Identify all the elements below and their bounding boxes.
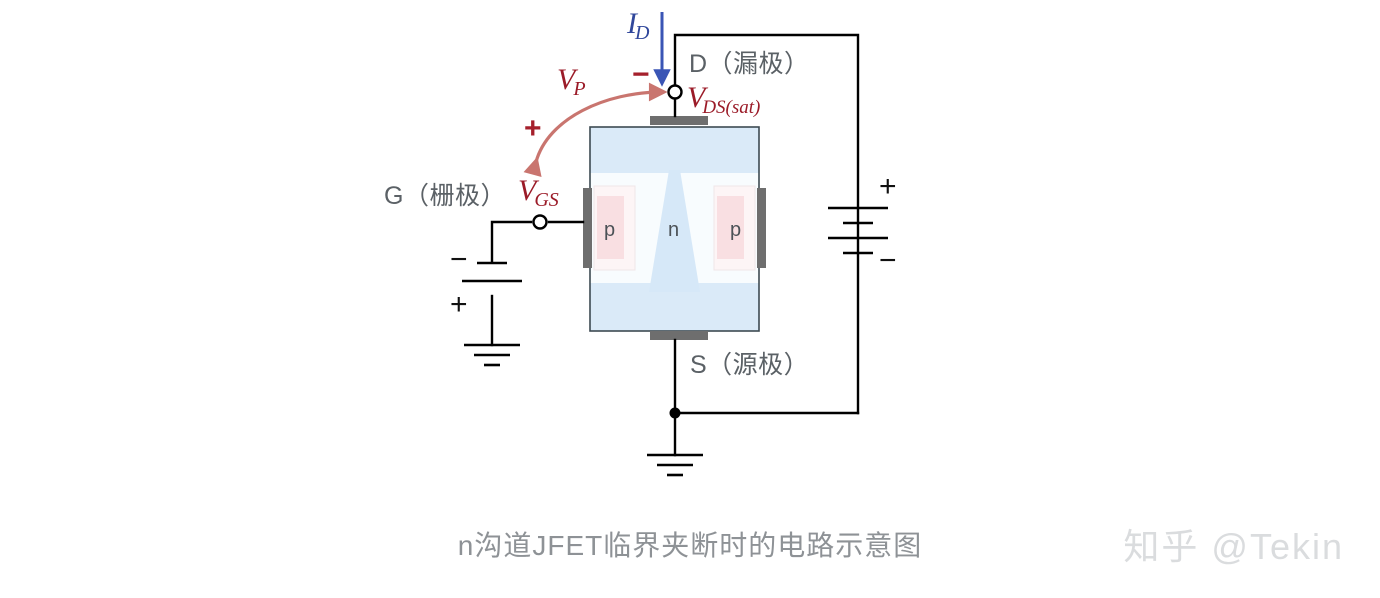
gate-source-voltage-label: VGS xyxy=(518,174,559,212)
drain-band xyxy=(590,127,759,173)
pinch-off-voltage-arrow xyxy=(523,82,668,178)
gate-to-battery-wire xyxy=(490,220,533,264)
vdssat-subscript: DS(sat) xyxy=(702,97,761,119)
drain-current-symbol: I xyxy=(627,7,637,40)
gate-battery-minus-sign: − xyxy=(450,243,468,276)
vgs-subscript: GS xyxy=(534,189,559,212)
drain-battery-minus-sign: − xyxy=(879,244,897,277)
channel-wedge xyxy=(649,170,700,292)
vdssat-symbol: V xyxy=(687,81,706,114)
left-p-region xyxy=(597,196,624,259)
right-p-region-label: p xyxy=(730,219,742,241)
drain-contact xyxy=(650,116,708,125)
gate-terminal-node[interactable] xyxy=(532,214,548,230)
figure-caption: n沟道JFET临界夹断时的电路示意图 xyxy=(457,530,923,561)
channel-n-region-label: n xyxy=(668,219,680,241)
left-p-region-label: p xyxy=(604,219,616,241)
jfet-body xyxy=(583,116,766,340)
pinch-off-voltage-label: VP xyxy=(557,63,586,101)
source-terminal-label: S（源极） xyxy=(690,351,810,379)
source-junction-dot xyxy=(669,407,681,419)
gate-ground-symbol xyxy=(464,343,520,367)
drain-current-subscript: D xyxy=(635,22,650,45)
pinch-off-symbol: V xyxy=(557,63,576,96)
right-p-region xyxy=(717,196,744,259)
drain-battery-plus-sign: + xyxy=(879,170,897,203)
drain-source-sat-voltage-label: VDS(sat) xyxy=(687,81,760,119)
vp-minus-sign: − xyxy=(632,58,650,91)
vgs-symbol: V xyxy=(518,174,537,207)
gate-terminal-label: G（栅极） xyxy=(384,182,506,210)
vgs-plus-sign: + xyxy=(524,112,542,145)
source-contact xyxy=(650,331,708,340)
gate-battery-plus-sign: + xyxy=(450,288,468,321)
watermark: 知乎 @Tekin xyxy=(1123,526,1344,567)
left-gate-contact xyxy=(583,188,592,268)
drain-terminal-label: D（漏极） xyxy=(689,50,810,78)
drain-terminal-node[interactable] xyxy=(667,84,683,100)
right-gate-contact xyxy=(757,188,766,268)
pinch-off-subscript: P xyxy=(573,78,586,101)
gate-supply-battery xyxy=(462,261,522,283)
drain-current-label: ID xyxy=(627,7,649,45)
source-ground-symbol xyxy=(647,453,703,477)
drain-supply-battery xyxy=(828,206,888,255)
